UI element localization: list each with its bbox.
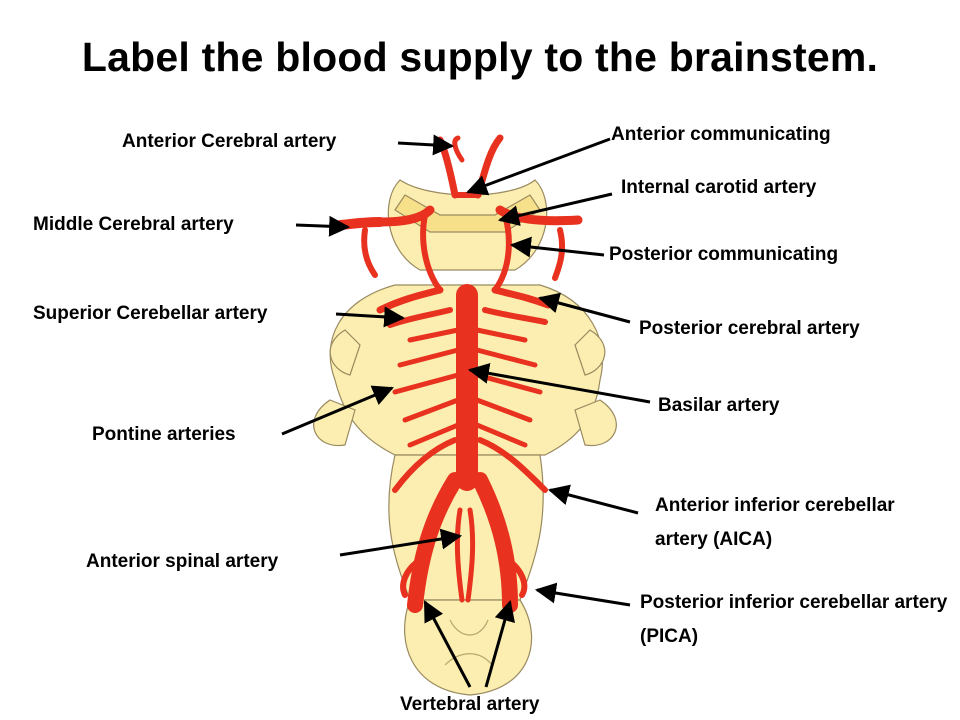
arrow-internal-carotid — [497, 192, 613, 226]
arrow-middle-cerebral — [295, 215, 351, 237]
arrow-posterior-communicating — [509, 236, 605, 258]
arrow-anterior-spinal — [339, 528, 463, 557]
arrow-aica — [547, 484, 639, 515]
arrow-superior-cerebellar — [335, 306, 406, 328]
label-pontine-arteries: Pontine arteries — [92, 424, 236, 445]
label-vertebral-artery: Vertebral artery — [400, 694, 540, 715]
label-middle-cerebral-artery: Middle Cerebral artery — [33, 214, 234, 235]
label-superior-cerebellar-artery: Superior Cerebellar artery — [33, 303, 268, 324]
arrow-anterior-cerebral — [397, 134, 455, 156]
label-pica: Posterior inferior cerebellar artery (PI… — [640, 592, 948, 647]
arrow-anterior-communicating — [466, 137, 611, 196]
leader-arrows — [281, 134, 651, 688]
page-title: Label the blood supply to the brainstem. — [81, 34, 879, 80]
label-posterior-communicating: Posterior communicating — [609, 244, 839, 265]
arrow-pontine — [281, 385, 394, 436]
arrow-vertebral-right — [484, 599, 515, 688]
label-anterior-communicating: Anterior communicating — [611, 124, 831, 145]
label-posterior-cerebral-artery: Posterior cerebral artery — [639, 318, 860, 339]
arrow-basilar — [467, 362, 651, 404]
label-anterior-cerebral-artery: Anterior Cerebral artery — [122, 131, 337, 152]
label-anterior-spinal-artery: Anterior spinal artery — [86, 551, 279, 572]
label-internal-carotid-artery: Internal carotid artery — [621, 177, 817, 198]
arrow-vertebral-left — [423, 600, 472, 688]
arrow-posterior-cerebral — [537, 292, 631, 324]
arrow-pica — [534, 582, 631, 607]
label-aica: Anterior inferior cerebellar artery (AIC… — [655, 495, 895, 550]
label-basilar-artery: Basilar artery — [658, 395, 780, 416]
